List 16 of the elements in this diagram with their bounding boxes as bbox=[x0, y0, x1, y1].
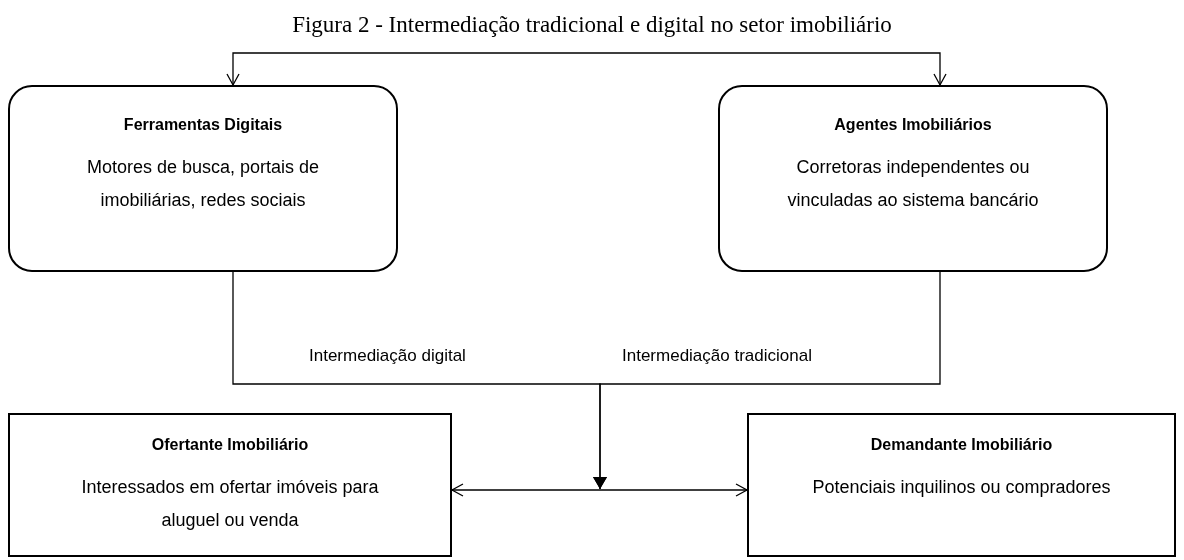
rounded-box bbox=[718, 85, 1108, 272]
process-box bbox=[8, 413, 452, 557]
box-description: Potenciais inquilinos ou compradores bbox=[812, 476, 1111, 499]
box-heading: Demandante Imobiliário bbox=[870, 435, 1053, 455]
figure-title: Figura 2 - Intermediação tradicional e digital no setor imobiliário bbox=[291, 11, 893, 39]
box-heading: Agentes Imobiliários bbox=[834, 115, 992, 135]
box-heading: Ferramentas Digitais bbox=[123, 115, 283, 135]
connector-arrow bbox=[451, 483, 748, 497]
box-description: Motores de busca, portais de imobiliárias, redes sociais bbox=[85, 156, 321, 212]
box-heading: Ofertante Imobiliário bbox=[151, 435, 309, 455]
connector-arrow bbox=[593, 271, 941, 490]
rounded-box bbox=[8, 85, 398, 272]
box-description: Corretoras independentes ou vinculadas ao sistema bancário bbox=[786, 156, 1040, 212]
connector-arrow bbox=[226, 52, 947, 86]
process-box bbox=[747, 413, 1176, 557]
box-description: Interessados em ofertar imóveis para aluguel ou venda bbox=[80, 476, 380, 532]
